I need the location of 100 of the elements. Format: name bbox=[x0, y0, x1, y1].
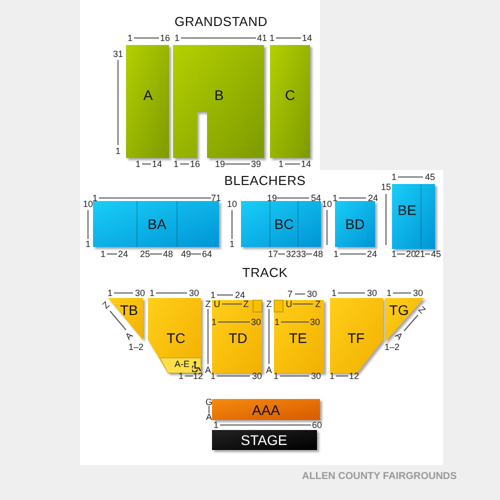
seat-number: 12 bbox=[193, 371, 203, 381]
seat-number: Z bbox=[205, 299, 211, 309]
seat-number: 1 bbox=[274, 371, 278, 381]
seat-number: 1 bbox=[92, 193, 98, 203]
seat-number: 10 bbox=[83, 199, 93, 209]
seat-number: 1 bbox=[230, 239, 234, 249]
seat-number: 14 bbox=[301, 159, 311, 169]
seat-number: 10 bbox=[227, 199, 237, 209]
seat-number: 1 bbox=[116, 146, 120, 156]
seat-number: 17 bbox=[268, 249, 278, 259]
section-label: BD bbox=[345, 216, 365, 232]
seat-number: 48 bbox=[163, 249, 173, 259]
section-label: TD bbox=[228, 330, 248, 346]
seat-number: 60 bbox=[312, 420, 322, 430]
section-label: BC bbox=[274, 216, 294, 232]
section-label: TB bbox=[120, 302, 138, 318]
seat-number: 45 bbox=[431, 249, 441, 259]
track-section bbox=[385, 298, 424, 342]
grandstand-section bbox=[270, 45, 310, 158]
section-label: A bbox=[143, 87, 153, 103]
seat-number: 30 bbox=[367, 288, 377, 298]
seat-number: A bbox=[205, 365, 211, 375]
seat-number: 24 bbox=[235, 290, 245, 300]
seat-number: 71 bbox=[211, 193, 221, 203]
seat-number: 1 bbox=[392, 249, 396, 259]
track-section bbox=[108, 298, 143, 340]
seat-number: 1 bbox=[150, 288, 154, 298]
seat-number: 25 bbox=[140, 249, 150, 259]
seat-number: 1 bbox=[108, 288, 112, 298]
seat-number: 1 bbox=[330, 371, 334, 381]
seat-number: A bbox=[123, 330, 135, 342]
bleacher-section bbox=[93, 201, 219, 247]
section-label: AAA bbox=[252, 402, 280, 418]
seat-number: 32 bbox=[286, 249, 296, 259]
seat-number: 30 bbox=[189, 288, 199, 298]
section-label: TC bbox=[166, 330, 186, 346]
seat-number: 24 bbox=[367, 249, 377, 259]
seat-number: 1 bbox=[86, 239, 90, 249]
area-heading: GRANDSTAND bbox=[174, 17, 268, 27]
seat-number: 19 bbox=[267, 193, 277, 203]
seat-number: G bbox=[206, 397, 212, 407]
venue-caption: ALLEN COUNTY FAIRGROUNDS bbox=[302, 471, 457, 482]
seat-number: 24 bbox=[368, 193, 378, 203]
seat-number: 16 bbox=[190, 159, 200, 169]
seat-number: 1 bbox=[210, 290, 216, 300]
seat-number: 31 bbox=[113, 49, 123, 59]
seat-number: 7 bbox=[288, 289, 292, 299]
seat-number: 30 bbox=[135, 288, 145, 298]
seat-number: U bbox=[214, 299, 220, 309]
seat-number: Z bbox=[315, 299, 321, 309]
seat-number: A bbox=[266, 365, 272, 375]
seat-number: Z bbox=[266, 299, 272, 309]
seat-number: 1 bbox=[386, 288, 392, 298]
seat-number: 1 bbox=[210, 371, 216, 381]
section-label: TG bbox=[389, 302, 409, 318]
row-range-label: A-E bbox=[174, 359, 190, 369]
track-section bbox=[274, 300, 324, 373]
section-label: BA bbox=[148, 216, 166, 232]
seat-number: A bbox=[206, 412, 212, 422]
seat-number: 45 bbox=[425, 172, 435, 182]
seat-number: 20 bbox=[406, 249, 416, 259]
seat-number: 16 bbox=[160, 33, 170, 43]
seat-number: 1 bbox=[332, 193, 338, 203]
seat-number: 1–2 bbox=[384, 342, 400, 352]
seat-number: A bbox=[393, 330, 405, 342]
seat-number: 14 bbox=[302, 33, 312, 43]
seat-number: Z bbox=[100, 300, 112, 310]
seat-number: 1–2 bbox=[128, 342, 144, 352]
area-heading: BLEACHERS bbox=[224, 176, 306, 186]
seat-number: 1 bbox=[100, 249, 106, 259]
section-label: B bbox=[214, 87, 224, 103]
track-section bbox=[212, 300, 262, 373]
bleacher-section bbox=[241, 201, 321, 247]
seat-number: Z bbox=[416, 304, 428, 316]
seat-number: 1 bbox=[270, 33, 274, 43]
section-label: BE bbox=[398, 202, 416, 218]
seat-number: 54 bbox=[311, 193, 321, 203]
area-heading: TRACK bbox=[242, 268, 288, 278]
section-label: TE bbox=[289, 330, 307, 346]
seat-number: 1 bbox=[178, 371, 184, 381]
seat-number: 1 bbox=[214, 420, 218, 430]
seat-number: 48 bbox=[313, 249, 323, 259]
seat-number: 10 bbox=[322, 199, 332, 209]
seat-number: 30 bbox=[252, 371, 262, 381]
seat-number: 1 bbox=[278, 159, 284, 169]
seat-number: 21 bbox=[415, 249, 425, 259]
seat-number: 30 bbox=[310, 317, 320, 327]
seat-number: 1 bbox=[174, 33, 180, 43]
seat-number: 33 bbox=[296, 249, 306, 259]
seat-number: 49 bbox=[181, 249, 191, 259]
floor-section bbox=[212, 399, 320, 420]
track-section bbox=[148, 298, 201, 373]
seat-number: 24 bbox=[118, 249, 128, 259]
seat-number: 15 bbox=[381, 182, 391, 192]
section-label: STAGE bbox=[240, 432, 288, 448]
seat-number: 1 bbox=[332, 288, 336, 298]
bleacher-section bbox=[335, 201, 375, 247]
bleacher-section bbox=[392, 184, 435, 249]
section-label: TF bbox=[347, 330, 365, 346]
track-section bbox=[330, 298, 383, 373]
